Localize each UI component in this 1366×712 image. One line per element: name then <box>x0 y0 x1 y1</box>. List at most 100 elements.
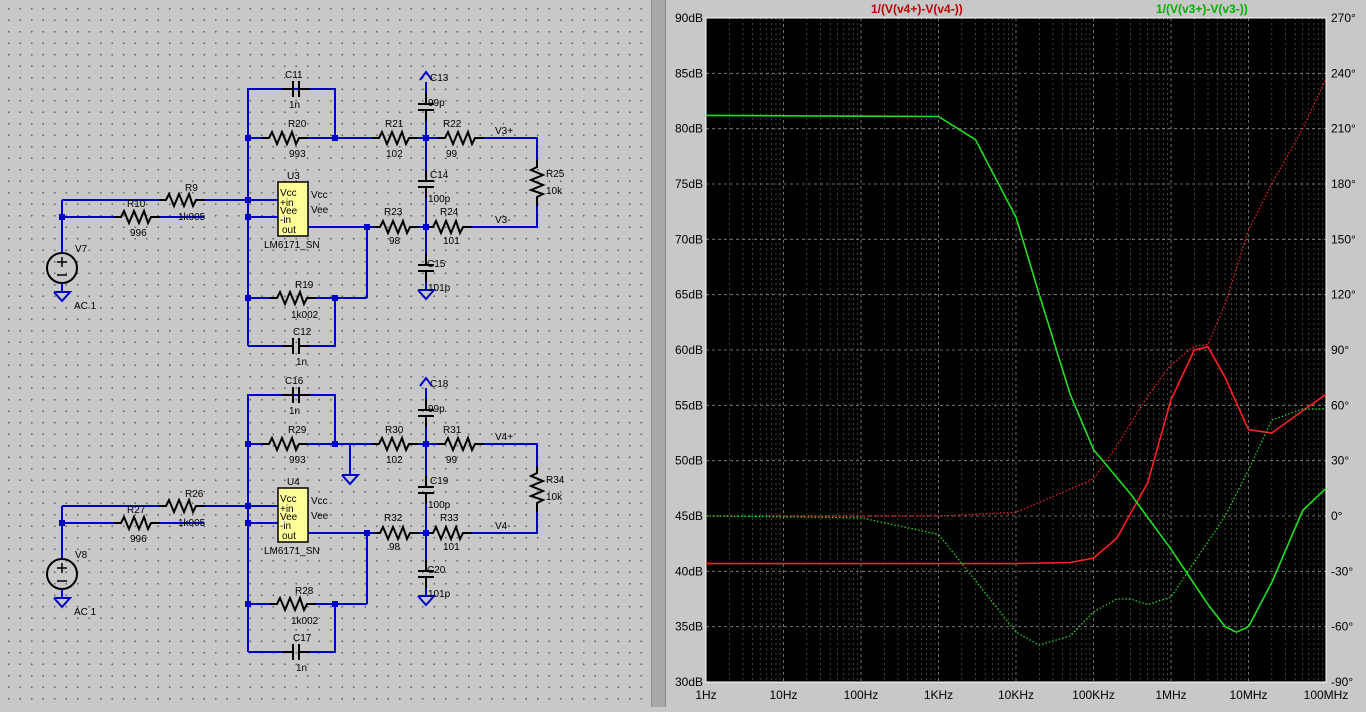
opamp-pin-out: out <box>282 531 296 542</box>
legend-series-v4[interactable]: 1/(V(v4+)-V(v4-)) <box>871 2 963 16</box>
val-r-bot: 1k002 <box>291 310 319 321</box>
left-tick-label: 55dB <box>675 398 703 412</box>
val-c-top: 1n <box>289 100 300 111</box>
val-c-bot: 1n <box>296 663 307 674</box>
ref-r-out-bot: R33 <box>440 513 459 524</box>
val-c-sup-bot: 101p <box>428 589 451 600</box>
ref-c-sup-bot: C20 <box>427 565 446 576</box>
val-c-mid: 100p <box>428 500 451 511</box>
left-tick-label: 90dB <box>675 11 703 25</box>
x-tick-label: 100KHz <box>1072 688 1115 702</box>
net-label-n: V3- <box>495 215 511 226</box>
opamp-ref: U3 <box>287 171 300 182</box>
opamp-pin-vee: Vee <box>280 206 298 217</box>
right-tick-label: 180° <box>1331 177 1356 191</box>
left-tick-label: 75dB <box>675 177 703 191</box>
left-tick-label: 80dB <box>675 122 703 136</box>
val-c-sup-top: 99p <box>428 98 445 109</box>
val-r-mid-bot: 98 <box>389 542 401 553</box>
ref-src: V7 <box>75 244 88 255</box>
opamp-pin-vcc: Vcc <box>280 494 297 505</box>
right-tick-label: 60° <box>1331 398 1349 412</box>
pane-divider[interactable] <box>651 0 666 707</box>
x-tick-label: 10KHz <box>998 688 1034 702</box>
ref-r-load: R25 <box>546 169 565 180</box>
series-1-phase <box>705 408 1326 646</box>
opamp-u4[interactable]: Vcc +in Vee -in out Vcc Vee U4 LM6171_SN <box>264 477 329 557</box>
left-tick-label: 50dB <box>675 454 703 468</box>
right-tick-label: 0° <box>1331 509 1343 523</box>
val-c-mid: 100p <box>428 194 451 205</box>
net-label-n: V4- <box>495 521 511 532</box>
left-tick-label: 35dB <box>675 620 703 634</box>
ref-r-mid-bot: R32 <box>384 513 403 524</box>
series-1-magnitude <box>705 114 1327 633</box>
left-tick-label: 30dB <box>675 675 703 689</box>
val-r-out-top: 99 <box>446 149 458 160</box>
series-0-magnitude <box>706 345 1327 565</box>
opamp-pin-plus-in: +in <box>280 198 294 209</box>
ref-r-out-top: R31 <box>443 425 462 436</box>
val-r-load: 10k <box>546 492 563 503</box>
left-tick-label: 45dB <box>675 509 703 523</box>
x-tick-label: 1KHz <box>924 688 953 702</box>
left-axis-ticks: 30dB35dB40dB45dB50dB55dB60dB65dB70dB75dB… <box>675 11 703 689</box>
ref-c-mid: C19 <box>430 476 449 487</box>
ref-c-sup-bot: C15 <box>427 259 446 270</box>
right-tick-label: 270° <box>1331 11 1356 25</box>
plot-frame <box>705 17 1327 683</box>
x-tick-label: 10Hz <box>769 688 797 702</box>
ref-src: V8 <box>75 550 88 561</box>
ref-r-mid-top: R21 <box>385 119 404 130</box>
legend-series-v3[interactable]: 1/(V(v3+)-V(v3-)) <box>1156 2 1248 16</box>
ref-c-sup-top: C13 <box>430 73 449 84</box>
val-c-bot: 1n <box>296 357 307 368</box>
val-r-mid-top: 102 <box>386 149 403 160</box>
opamp-model: LM6171_SN <box>264 546 320 557</box>
val-r-out-bot: 101 <box>443 542 460 553</box>
opamp-pin-out: out <box>282 225 296 236</box>
ref-r-in-b: R27 <box>127 505 146 516</box>
right-tick-label: -30° <box>1331 564 1353 578</box>
right-tick-label: 30° <box>1331 454 1349 468</box>
val-r-top: 993 <box>289 149 306 160</box>
stage-2: Vcc +in Vee -in out Vcc Vee U4 LM6171_SN… <box>46 376 565 674</box>
bode-plot[interactable]: 30dB35dB40dB45dB50dB55dB60dB65dB70dB75dB… <box>666 0 1366 707</box>
series-0-phase <box>706 78 1327 517</box>
val-c-top: 1n <box>289 406 300 417</box>
opamp-vcc-label: Vcc <box>311 190 328 201</box>
opamp-pin-minus-in: -in <box>280 215 291 226</box>
x-tick-label: 10MHz <box>1229 688 1267 702</box>
stage-1: Vcc +in Vee -in out Vcc Vee U3 LM6171_SN… <box>46 70 565 368</box>
ref-r-out-bot: R24 <box>440 207 459 218</box>
val-r-load: 10k <box>546 186 563 197</box>
schematic-canvas[interactable]: Vcc +in Vee -in out Vcc Vee U3 LM6171_SN… <box>0 0 651 707</box>
opamp-pin-minus-in: -in <box>280 521 291 532</box>
ref-c-bot: C17 <box>293 633 312 644</box>
left-tick-label: 60dB <box>675 343 703 357</box>
net-label-p: V3+ <box>495 126 513 137</box>
opamp-u3[interactable]: Vcc +in Vee -in out Vcc Vee U3 LM6171_SN <box>264 171 329 251</box>
opamp-vcc-label: Vcc <box>311 496 328 507</box>
left-tick-label: 65dB <box>675 288 703 302</box>
val-r-bot: 1k002 <box>291 616 319 627</box>
ref-c-sup-top: C18 <box>430 379 449 390</box>
val-r-out-bot: 101 <box>443 236 460 247</box>
right-tick-label: 240° <box>1331 66 1356 80</box>
ref-c-bot: C12 <box>293 327 312 338</box>
x-tick-label: 1Hz <box>695 688 716 702</box>
ref-r-out-top: R22 <box>443 119 462 130</box>
net-label-p: V4+ <box>495 432 513 443</box>
val-src: AC 1 <box>74 301 97 312</box>
right-tick-label: 90° <box>1331 343 1349 357</box>
ref-r-top: R20 <box>288 119 307 130</box>
opamp-vee-label: Vee <box>311 205 329 216</box>
opamp-pin-vcc: Vcc <box>280 188 297 199</box>
ref-r-in-a: R26 <box>185 489 204 500</box>
left-tick-label: 40dB <box>675 564 703 578</box>
opamp-vee-label: Vee <box>311 511 329 522</box>
schematic-editor[interactable]: Vcc +in Vee -in out Vcc Vee U3 LM6171_SN… <box>0 0 651 707</box>
right-tick-label: 120° <box>1331 288 1356 302</box>
